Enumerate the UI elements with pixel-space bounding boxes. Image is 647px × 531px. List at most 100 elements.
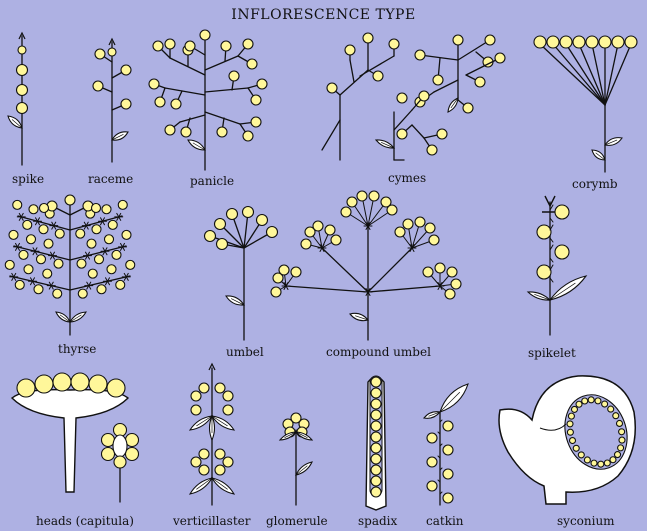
flower	[415, 217, 425, 227]
flower	[247, 59, 257, 69]
flower	[534, 36, 546, 48]
label-syconium: syconium	[557, 515, 615, 527]
stem	[322, 120, 340, 150]
flower	[570, 438, 576, 444]
flower	[571, 406, 577, 412]
flower	[191, 391, 201, 401]
umbel-drawing	[205, 207, 278, 341]
raceme-drawing	[93, 39, 131, 162]
flower	[371, 476, 381, 486]
flower	[595, 398, 601, 404]
flower	[555, 205, 569, 219]
flower	[443, 421, 453, 431]
flower	[121, 65, 131, 75]
flower	[205, 231, 216, 242]
stem	[52, 226, 54, 229]
flower	[568, 413, 574, 419]
stem	[119, 217, 121, 220]
label-catkin: catkin	[426, 515, 464, 527]
flower	[191, 405, 201, 415]
flower	[199, 383, 209, 393]
label-thyrse: thyrse	[58, 343, 96, 355]
flower	[171, 99, 181, 109]
flower	[371, 410, 381, 420]
flower	[447, 267, 457, 277]
stem	[205, 112, 240, 124]
corymb-drawing	[534, 36, 637, 172]
bract	[113, 435, 127, 457]
flower	[435, 263, 445, 273]
flower	[604, 460, 610, 466]
flower	[165, 39, 175, 49]
stem	[31, 281, 33, 284]
flower	[78, 289, 87, 298]
flower	[612, 36, 624, 48]
flower	[44, 239, 53, 248]
stem	[54, 222, 56, 225]
flower	[155, 97, 165, 107]
syconium-drawing	[499, 376, 637, 504]
flower	[433, 75, 443, 85]
flower	[102, 205, 111, 214]
flower	[625, 36, 637, 48]
flower	[613, 413, 619, 419]
flower	[341, 207, 351, 217]
flower	[578, 452, 584, 458]
flower	[88, 269, 97, 278]
flower	[463, 103, 473, 113]
flower	[181, 127, 191, 137]
flower	[39, 225, 48, 234]
stem	[86, 226, 88, 229]
flower	[217, 239, 228, 250]
flower	[35, 375, 53, 393]
flower	[423, 267, 433, 277]
flower	[371, 443, 381, 453]
flower	[279, 265, 289, 275]
label-corymb: corymb	[572, 178, 618, 190]
flower	[215, 449, 225, 459]
flower	[443, 469, 453, 479]
flower	[54, 259, 63, 268]
stem	[51, 256, 53, 259]
stem	[53, 252, 55, 255]
flower	[65, 195, 75, 205]
flower	[257, 79, 267, 89]
flower	[371, 399, 381, 409]
flower	[17, 65, 28, 76]
flower	[93, 81, 103, 91]
flower	[371, 432, 381, 442]
label-umbel: umbel	[226, 346, 264, 358]
flower	[17, 85, 28, 96]
flower	[445, 289, 455, 299]
stem	[205, 88, 248, 92]
flower	[87, 239, 96, 248]
flower	[267, 227, 278, 238]
label-spike: spike	[12, 173, 44, 185]
stem	[165, 88, 205, 95]
stem	[14, 273, 16, 276]
stem	[605, 44, 631, 105]
flower	[427, 145, 437, 155]
flower	[588, 397, 594, 403]
flower	[291, 413, 301, 423]
stem	[35, 248, 37, 251]
flower	[227, 209, 238, 220]
flower	[547, 36, 559, 48]
stem	[88, 256, 90, 259]
flower	[443, 493, 453, 503]
flower	[371, 465, 381, 475]
flower	[243, 39, 253, 49]
flower	[610, 457, 616, 463]
flower	[495, 53, 505, 63]
flower	[573, 36, 585, 48]
flower	[560, 36, 572, 48]
flower	[415, 50, 425, 60]
flower	[537, 225, 551, 239]
stem	[33, 251, 35, 254]
flower	[371, 388, 381, 398]
flower	[357, 191, 367, 201]
stem	[368, 248, 412, 292]
stem	[458, 40, 490, 60]
flower	[200, 30, 210, 40]
stem	[106, 278, 108, 281]
